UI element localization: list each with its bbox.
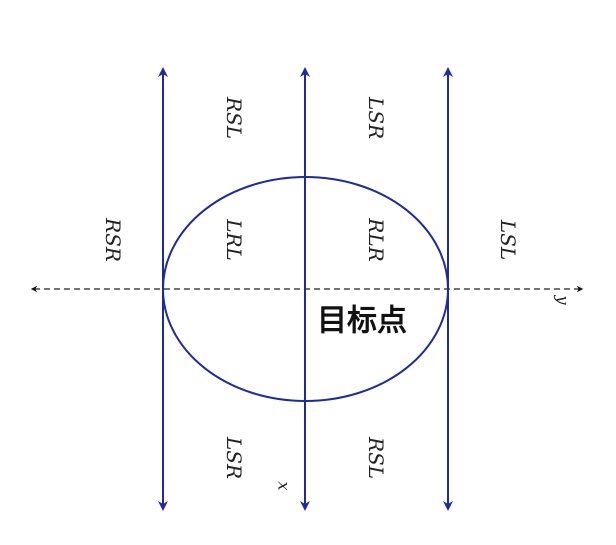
target-ellipse: [162, 176, 449, 402]
label-mid-far-right: LSL: [496, 219, 520, 260]
target-point-label: 目标点: [317, 304, 407, 339]
label-bottom-right: RSL: [364, 436, 388, 479]
label-top-right: LSR: [364, 96, 388, 139]
label-mid-inner-right: RLR: [364, 217, 388, 261]
x-axis-label: x: [275, 481, 294, 490]
label-mid-far-left: RSR: [101, 217, 125, 262]
label-bottom-left: LSR: [222, 436, 246, 479]
y-axis-label: y: [554, 294, 573, 305]
label-top-left: RSL: [222, 96, 246, 139]
label-mid-inner-left: LRL: [222, 218, 246, 261]
